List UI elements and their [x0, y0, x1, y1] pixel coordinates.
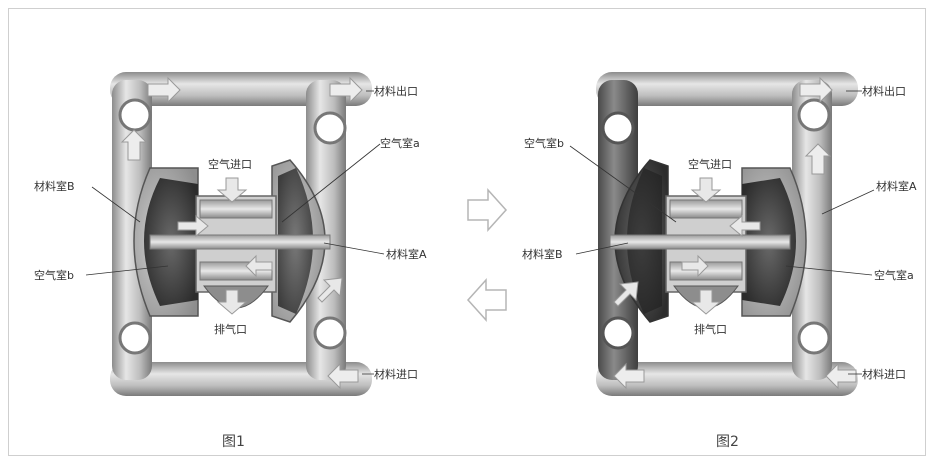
label-air-chamber-a: 空气室a	[874, 268, 914, 282]
ball-valve	[118, 321, 152, 355]
flow-arrow	[317, 277, 343, 303]
pump-figure-1: 材料出口 空气室a 材料室B 空气进口 材料室A 空气室b 排气口 材料进口 图…	[34, 72, 427, 450]
label-material-inlet: 材料进口	[374, 367, 418, 381]
flow-arrow	[729, 214, 761, 238]
left-pipe	[112, 80, 152, 380]
flow-arrow	[799, 76, 833, 104]
label-exhaust: 排气口	[694, 322, 727, 336]
label-air-chamber-b: 空气室b	[34, 268, 74, 282]
air-valve	[199, 199, 273, 219]
label-exhaust: 排气口	[214, 322, 247, 336]
flow-arrow	[147, 76, 181, 104]
figure-caption-1: 图1	[222, 434, 245, 450]
flow-arrow	[329, 76, 363, 104]
flow-arrow	[825, 362, 857, 390]
flow-arrow	[613, 281, 639, 307]
pump-figure-2: 材料出口 空气室b 空气进口 材料室A 材料室B 空气室a 排气口 材料进口 图…	[522, 72, 917, 450]
air-valve	[669, 199, 743, 219]
ball-valve	[797, 321, 831, 355]
label-material-chamber-b: 材料室B	[522, 247, 563, 261]
label-material-chamber-a: 材料室A	[876, 179, 917, 193]
ball-valve	[601, 316, 635, 350]
label-material-chamber-a: 材料室A	[386, 247, 427, 261]
label-material-chamber-b: 材料室B	[34, 179, 75, 193]
bottom-manifold	[596, 362, 858, 396]
flow-arrow	[245, 254, 273, 278]
label-air-inlet: 空气进口	[688, 157, 732, 171]
ball-valve	[797, 98, 831, 132]
exhaust-arrow	[216, 289, 248, 315]
label-air-chamber-b: 空气室b	[524, 136, 564, 150]
flow-arrow	[120, 129, 148, 161]
right-pipe	[306, 80, 346, 380]
flow-arrow	[327, 362, 359, 390]
flow-arrow	[681, 254, 709, 278]
ball-valve	[313, 111, 347, 145]
flow-arrow	[613, 362, 645, 390]
label-material-outlet: 材料出口	[862, 84, 906, 98]
air-inlet-arrow	[690, 177, 722, 203]
label-air-inlet: 空气进口	[208, 157, 252, 171]
flow-arrow	[177, 214, 209, 238]
hollow-left-arrow-icon	[466, 278, 507, 322]
label-material-inlet: 材料进口	[862, 367, 906, 381]
hollow-right-arrow-icon	[467, 188, 508, 232]
ball-valve	[313, 316, 347, 350]
diaphragm-shaft	[149, 234, 331, 250]
bottom-manifold	[110, 362, 372, 396]
ball-valve	[601, 111, 635, 145]
exhaust-arrow	[690, 289, 722, 315]
label-material-outlet: 材料出口	[374, 84, 418, 98]
air-inlet-arrow	[216, 177, 248, 203]
figure-caption-2: 图2	[716, 434, 739, 450]
label-air-chamber-a: 空气室a	[380, 136, 420, 150]
flow-arrow	[804, 143, 832, 175]
ball-valve	[118, 98, 152, 132]
diaphragm-shaft	[609, 234, 791, 250]
